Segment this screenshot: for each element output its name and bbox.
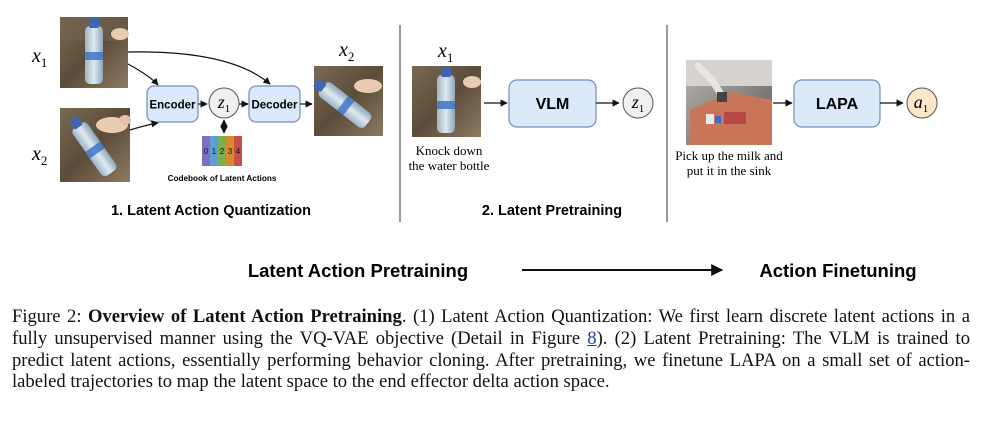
arrow-x1-to-decoder (127, 51, 271, 85)
robot-scene-image (686, 60, 772, 145)
section2-title: 2. Latent Pretraining (482, 203, 622, 219)
caption-title: Overview of Latent Action Pretraining (88, 306, 402, 327)
codebook: 0 1 2 3 4 (202, 136, 242, 166)
codebook-cell-0 (202, 136, 210, 166)
arrow-x2-to-encoder (129, 120, 159, 131)
flow-left-label: Latent Action Pretraining (248, 260, 468, 281)
codebook-cell-4 (234, 136, 242, 166)
latent-pretraining-section: x1 Knock down the water bottle VLM z1 2.… (409, 40, 654, 219)
section3-instruction-line2: put it in the sink (687, 163, 772, 178)
codebook-index-0: 0 (204, 147, 209, 156)
section3-instruction-line1: Pick up the milk and (675, 148, 783, 163)
caption-prefix: Figure 2: (12, 306, 89, 327)
encoder-label: Encoder (149, 100, 196, 112)
action-a1-node (906, 87, 938, 119)
codebook-cell-1 (210, 136, 218, 166)
codebook-cell-3 (226, 136, 234, 166)
caption-part2: ). (2) Latent Pretraining: The VLM is tr… (12, 327, 970, 393)
codebook-index-2: 2 (220, 147, 225, 156)
section2-instruction-line2: the water bottle (409, 158, 490, 173)
codebook-index-3: 3 (228, 147, 233, 156)
action-a1-label: a1 (914, 92, 929, 115)
section2-z1-node (622, 87, 654, 119)
section2-x1-label: x1 (437, 40, 453, 65)
x2-label: x2 (31, 143, 47, 168)
flow-right-label: Action Finetuning (759, 260, 916, 281)
figure-caption: Figure 2: Overview of Latent Action Pret… (12, 306, 970, 393)
action-finetuning-section: Pick up the milk and put it in the sink … (675, 60, 938, 178)
frame-image-output (313, 66, 383, 136)
codebook-cell-2 (218, 136, 226, 166)
section1-title: 1. Latent Action Quantization (111, 203, 311, 219)
section2-frame-image (412, 66, 481, 137)
section2-z1-label: z1 (631, 92, 645, 115)
output-x2-label: x2 (338, 39, 354, 64)
figure-reference-link[interactable]: 8 (587, 327, 597, 349)
section2-instruction-line1: Knock down (416, 143, 483, 158)
vlm-label: VLM (536, 96, 570, 113)
codebook-index-1: 1 (212, 147, 217, 156)
codebook-label: Codebook of Latent Actions (168, 174, 277, 183)
decoder-label: Decoder (251, 100, 298, 112)
latent-z1-label: z1 (217, 92, 231, 115)
arrow-x1-to-encoder (127, 63, 159, 86)
latent-action-quantization-section: x1 x2 Encoder z1 (31, 17, 383, 219)
lapa-label: LAPA (816, 96, 859, 113)
frame-image-x2 (60, 108, 131, 182)
frame-image-x1 (60, 17, 129, 88)
x1-label: x1 (31, 45, 47, 70)
caption-part1: . (1) Latent Action Quantization: We fir… (12, 306, 970, 349)
codebook-index-4: 4 (236, 147, 241, 156)
latent-z1-node (208, 87, 240, 119)
